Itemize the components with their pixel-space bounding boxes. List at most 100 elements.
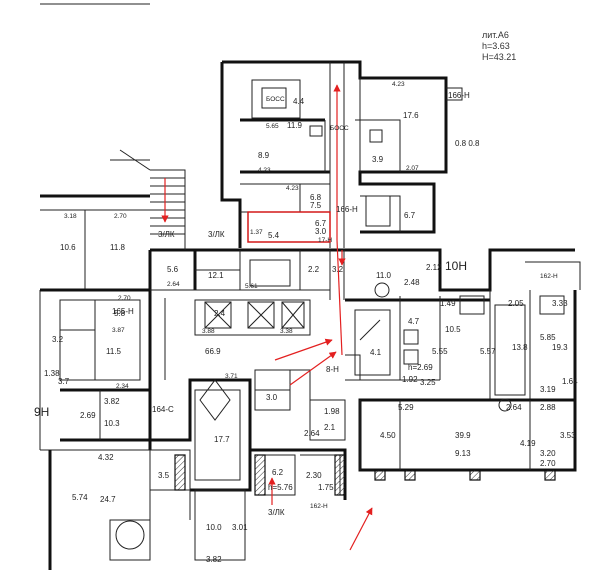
dim-label: 2.07 <box>406 165 419 172</box>
stair-label: 3/ЛК <box>208 230 225 239</box>
dim-label: 2.70 <box>540 459 556 468</box>
dim-label: 2.88 <box>540 403 556 412</box>
area-label: 6.2 <box>272 468 284 477</box>
dim-label: 3.82 <box>104 397 120 406</box>
area-label: 3.9 <box>372 155 384 164</box>
dim-label: 2.30 <box>306 471 322 480</box>
dim-label: 3.18 <box>64 213 77 220</box>
dim-label: 3.01 <box>232 523 248 532</box>
dim-label: 2.12 <box>426 263 442 272</box>
area-label: 11.9 <box>287 121 303 130</box>
hall-area-label: 66.9 <box>205 347 221 356</box>
left-wing-walls <box>39 194 152 570</box>
stair-left <box>110 149 186 250</box>
hall-area-label: 39.9 <box>455 431 471 440</box>
area-label: 10.3 <box>104 419 120 428</box>
highlighted-room <box>247 211 331 243</box>
area-label: 6.7 <box>315 219 327 228</box>
arrow-hall-2 <box>289 351 337 386</box>
dim-label: 4.23 <box>286 185 299 192</box>
height-label: h=2.69 <box>408 363 433 372</box>
equipment-label: БОСС <box>330 125 349 132</box>
area-label: 11.8 <box>110 243 126 252</box>
area-label: 19.3 <box>552 343 568 352</box>
area-label: 3.7 <box>58 377 70 386</box>
room-code-label: 164-С <box>152 405 174 414</box>
area-label: 4.1 <box>370 348 382 357</box>
area-label: 17.6 <box>403 111 419 120</box>
room-code-label: 162-Н <box>540 273 558 280</box>
upper-block-walls <box>220 60 463 248</box>
area-label: 3.0 <box>266 393 278 402</box>
dim-label: 5.29 <box>398 403 414 412</box>
area-label: 4.7 <box>408 317 420 326</box>
unit-label: 9Н <box>34 405 49 419</box>
room-code-label: 8-Н <box>326 365 339 374</box>
area-label: 5.6 <box>167 265 179 274</box>
dim-label: 5.65 <box>266 123 279 130</box>
area-label: 17.7 <box>214 435 230 444</box>
arrow-hall-1 <box>274 338 333 361</box>
dim-label: 2.64 <box>506 403 522 412</box>
dim-label: 2.48 <box>404 278 420 287</box>
height-room-label: h=3.63 <box>482 41 510 51</box>
route-arrows <box>161 84 373 551</box>
unit-label: 10Н <box>445 259 467 273</box>
area-label: 2.4 <box>214 309 226 318</box>
arrow-corridor-line <box>336 239 343 356</box>
room-code-label: 17-Н <box>318 237 332 244</box>
area-label: 8.9 <box>258 151 270 160</box>
dim-label: 3.87 <box>112 327 125 334</box>
dim-label: 4.50 <box>380 431 396 440</box>
height-label: h=5.76 <box>268 483 293 492</box>
area-label: 3.2 <box>52 335 64 344</box>
room-code-label: 166-Н <box>448 91 470 100</box>
area-label: 10.0 <box>206 523 222 532</box>
area-label: 3.0 <box>315 227 327 236</box>
middle-band-walls <box>40 248 360 450</box>
area-label: 11.5 <box>106 347 122 356</box>
equipment-label: БОСС <box>266 96 285 103</box>
highlighted-area-label: 5.4 <box>268 231 280 240</box>
area-label: 5.8 <box>114 309 126 318</box>
arrow-outside <box>349 507 373 551</box>
room-labels: 4.23 17.6 166-Н БОСС 4.4 11.9 5.65 БОСС … <box>34 81 578 564</box>
stair-label: 3/ЛК <box>158 230 175 239</box>
area-label: 6.8 <box>310 193 322 202</box>
area-label: 2.1 <box>324 423 336 432</box>
dim-label: 2.05 <box>508 299 524 308</box>
dim-label: 5.74 <box>72 493 88 502</box>
dim-label: 9.13 <box>455 449 471 458</box>
height-building-label: H=43.21 <box>482 52 516 62</box>
dim-label: 1.92 <box>402 375 418 384</box>
area-label: 3.5 <box>158 471 170 480</box>
area-label: 10.6 <box>60 243 76 252</box>
area-label: 12.1 <box>208 271 224 280</box>
center-lower-walls <box>149 369 347 561</box>
dim-label: 5.61 <box>245 283 258 290</box>
dim-label: 4.19 <box>520 439 536 448</box>
area-label: 4.4 <box>293 97 305 106</box>
area-label: 10.5 <box>445 325 461 334</box>
dim-label: 1.98 <box>324 407 340 416</box>
dim-label: 3.71 <box>225 373 238 380</box>
dim-label: 5.85 <box>540 333 556 342</box>
area-label: 11.0 <box>376 271 392 280</box>
dim-label: 3.38 <box>280 328 293 335</box>
dim-label: 3.25 <box>420 378 436 387</box>
area-label: 7.5 <box>310 201 322 210</box>
dim-label: 1.75 <box>318 483 334 492</box>
dim-label: 4.32 <box>98 453 114 462</box>
dim-label: 4.23 <box>392 81 405 88</box>
dim-label: 2.64 <box>304 429 320 438</box>
stair-label: 3/ЛК <box>268 508 285 517</box>
room-code-label: 166-Н <box>336 205 358 214</box>
area-label: 24.7 <box>100 495 116 504</box>
dim-label: 4.23 <box>258 167 271 174</box>
right-block-walls <box>345 248 581 481</box>
dim-label: 3.88 <box>202 328 215 335</box>
area-label: 2.2 <box>308 265 320 274</box>
dim-label: 1.49 <box>440 299 456 308</box>
dim-label: 3.33 <box>552 299 568 308</box>
